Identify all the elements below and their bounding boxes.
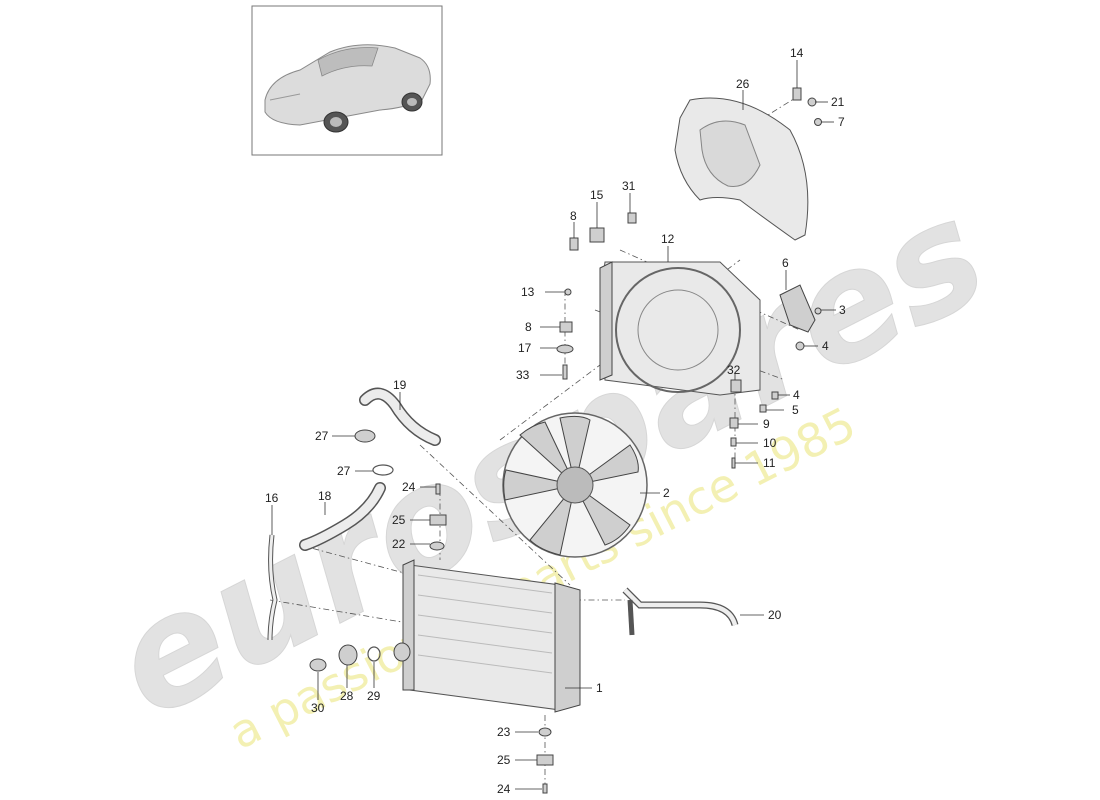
car-icon xyxy=(264,44,431,133)
callout-27b[interactable]: 27 xyxy=(337,464,351,478)
callout-27a[interactable]: 27 xyxy=(315,429,329,443)
callout-4a[interactable]: 4 xyxy=(822,339,829,353)
hose-part-18[interactable] xyxy=(299,482,386,551)
fan-frame-part-12[interactable] xyxy=(599,261,761,396)
callout-8b[interactable]: 8 xyxy=(525,320,532,334)
callout-30[interactable]: 30 xyxy=(311,701,325,715)
callout-19[interactable]: 19 xyxy=(393,378,407,392)
radiator-part-1[interactable] xyxy=(402,559,581,713)
callout-26[interactable]: 26 xyxy=(736,77,750,91)
shroud-part-26[interactable] xyxy=(674,97,809,241)
hose-part-16[interactable] xyxy=(267,534,278,641)
fan-part-2[interactable] xyxy=(502,412,648,558)
bracket-part-6[interactable] xyxy=(779,284,816,333)
callout-31[interactable]: 31 xyxy=(622,179,636,193)
callout-16[interactable]: 16 xyxy=(265,491,279,505)
callout-2[interactable]: 2 xyxy=(663,486,670,500)
callout-25a[interactable]: 25 xyxy=(392,513,406,527)
callout-22[interactable]: 22 xyxy=(392,537,406,551)
callout-32[interactable]: 32 xyxy=(727,363,741,377)
callout-4b[interactable]: 4 xyxy=(793,388,800,402)
pipe-part-20[interactable] xyxy=(622,587,739,636)
callout-17[interactable]: 17 xyxy=(518,341,532,355)
callout-29[interactable]: 29 xyxy=(367,689,381,703)
callout-25b[interactable]: 25 xyxy=(497,753,511,767)
callout-10[interactable]: 10 xyxy=(763,436,777,450)
callout-5[interactable]: 5 xyxy=(792,403,799,417)
callout-20[interactable]: 20 xyxy=(768,608,782,622)
callout-12[interactable]: 12 xyxy=(661,232,675,246)
callout-labels: 1 2 3 4 4 5 6 7 8 8 9 10 11 12 13 14 15 … xyxy=(265,46,846,796)
callout-1[interactable]: 1 xyxy=(596,681,603,695)
callout-14[interactable]: 14 xyxy=(790,46,804,60)
callout-33[interactable]: 33 xyxy=(516,368,530,382)
car-thumbnail xyxy=(251,5,443,156)
callout-21[interactable]: 21 xyxy=(831,95,845,109)
callout-9[interactable]: 9 xyxy=(763,417,770,431)
callout-11[interactable]: 11 xyxy=(763,456,776,470)
callout-28[interactable]: 28 xyxy=(340,689,354,703)
leader-lines xyxy=(271,60,836,790)
callout-24a[interactable]: 24 xyxy=(402,480,416,494)
hose-part-19[interactable] xyxy=(359,387,441,446)
callout-7[interactable]: 7 xyxy=(838,115,845,129)
callout-3[interactable]: 3 xyxy=(839,303,846,317)
callout-6[interactable]: 6 xyxy=(782,256,789,270)
callout-8a[interactable]: 8 xyxy=(570,209,577,223)
callout-23[interactable]: 23 xyxy=(497,725,511,739)
callout-18[interactable]: 18 xyxy=(318,489,332,503)
callout-15[interactable]: 15 xyxy=(590,188,604,202)
callout-24b[interactable]: 24 xyxy=(497,782,511,796)
callout-13[interactable]: 13 xyxy=(521,285,535,299)
